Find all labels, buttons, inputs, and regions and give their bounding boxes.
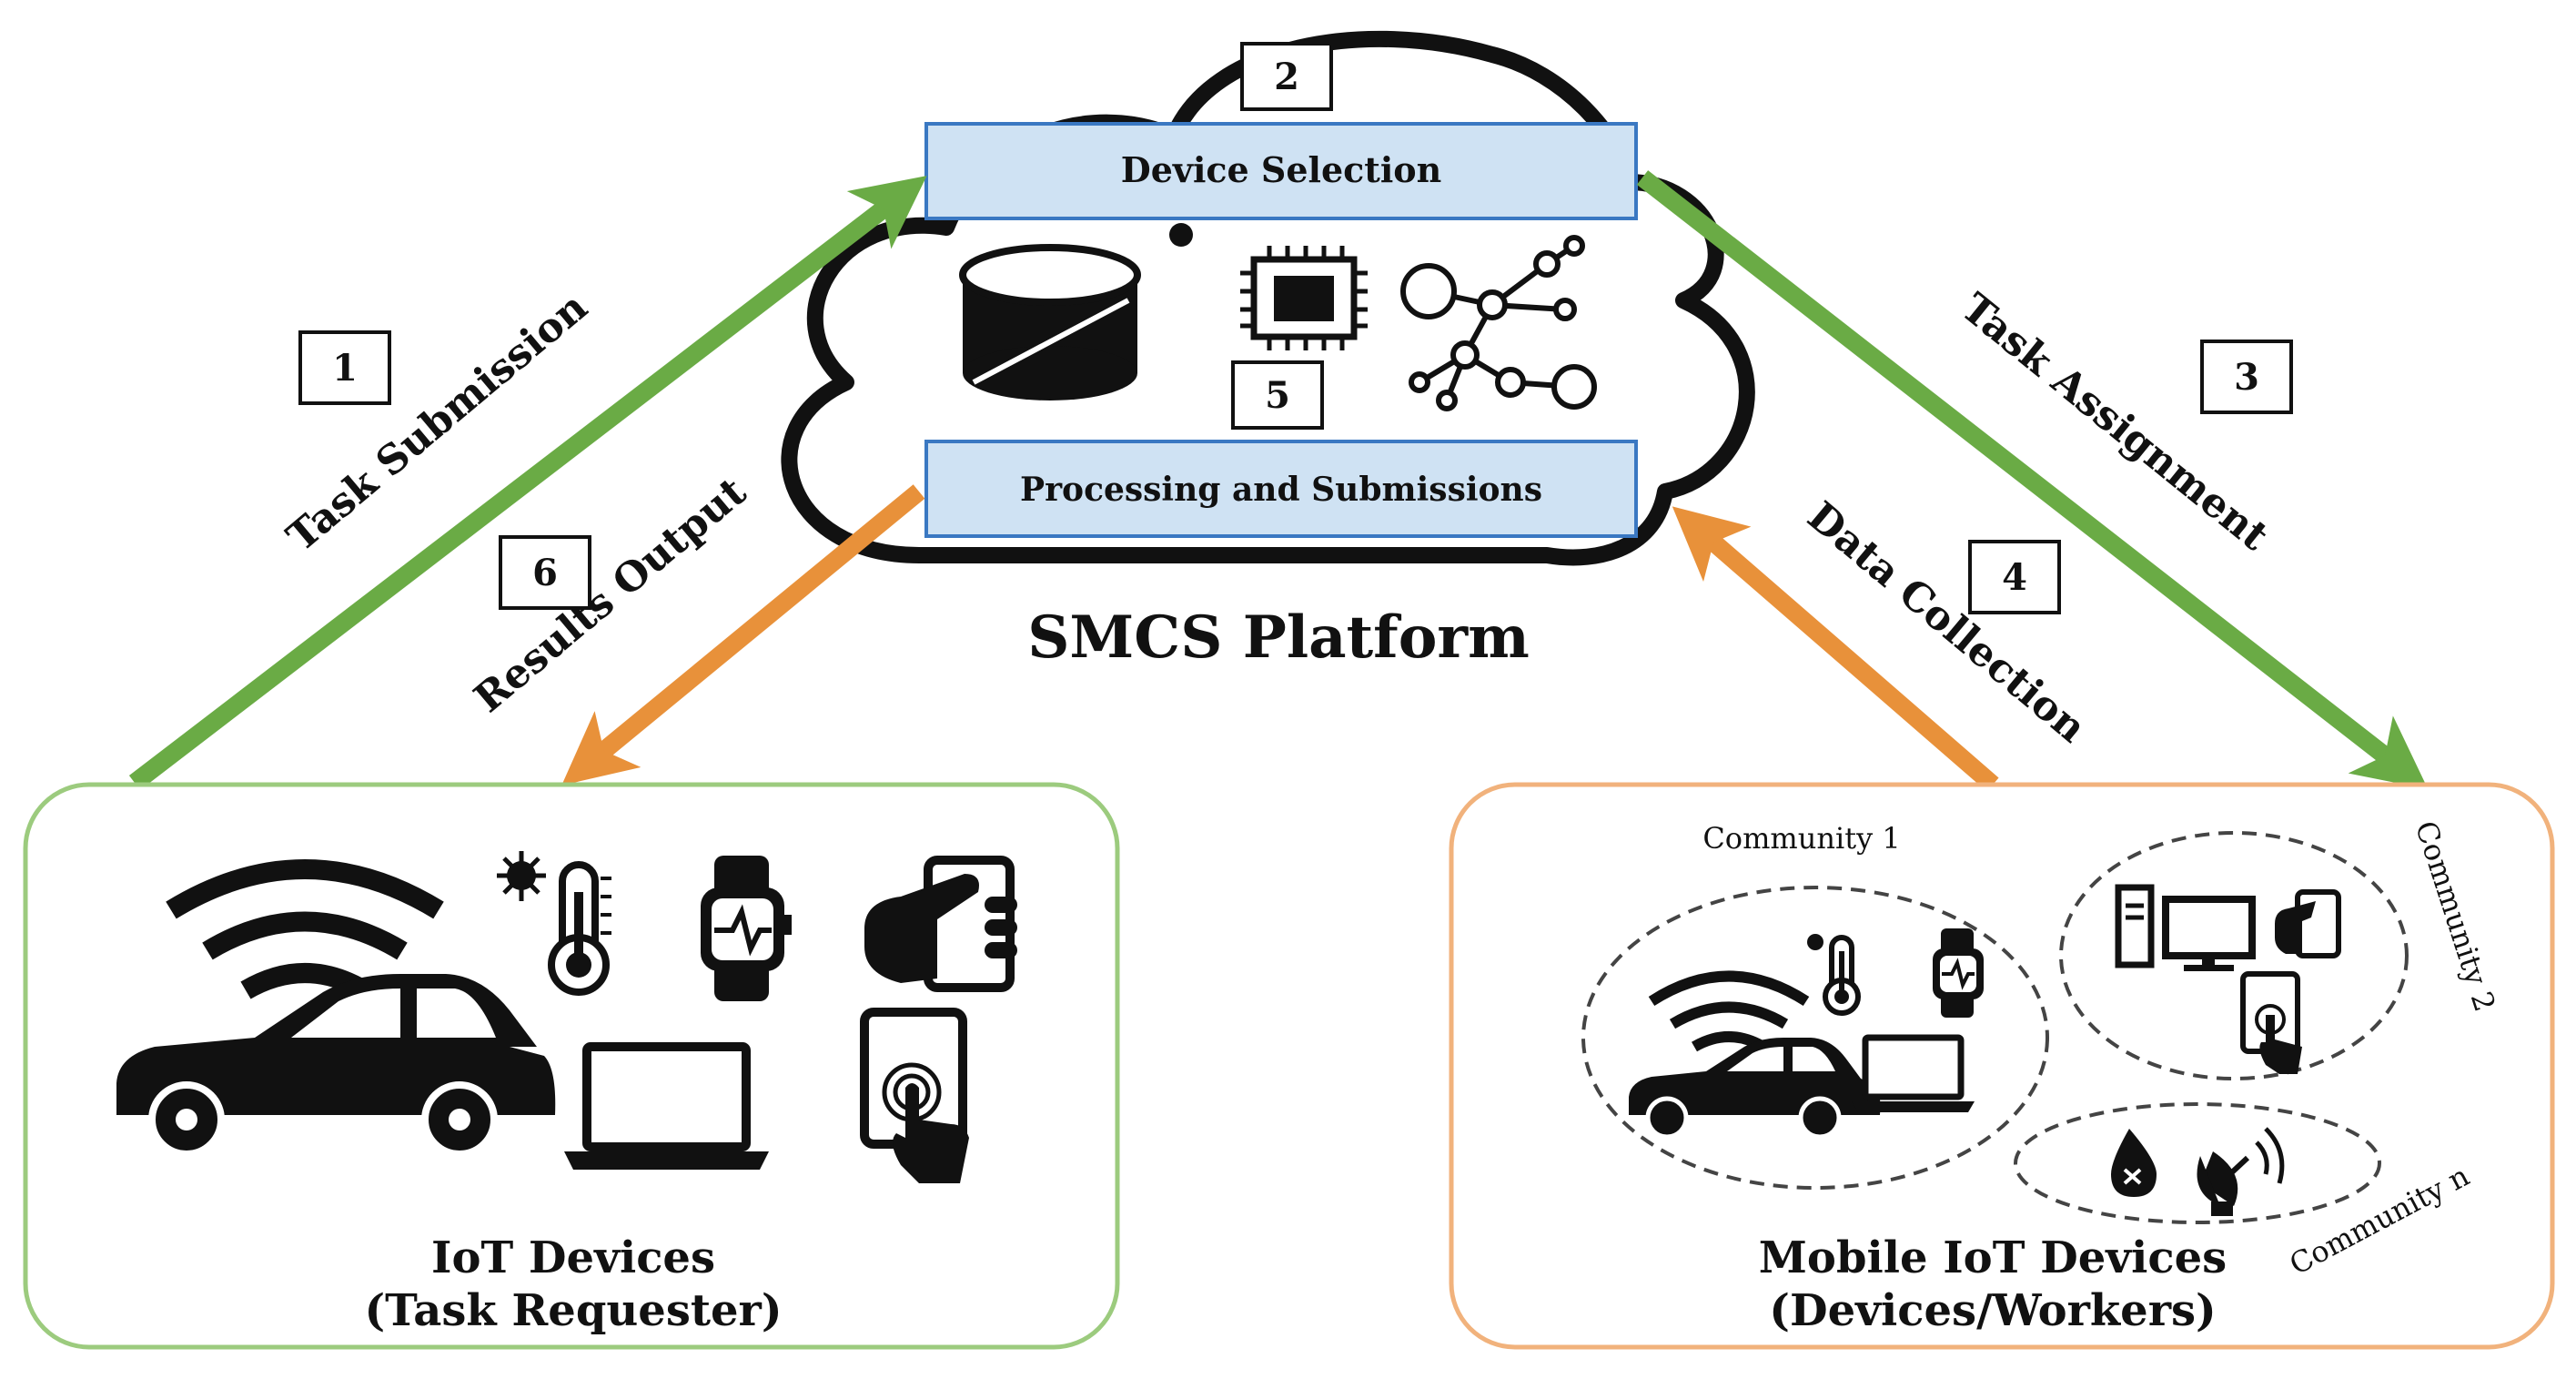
network-icon (1400, 235, 1597, 411)
smartwatch-icon (1933, 928, 1984, 1018)
community-1-boundary (1581, 886, 2049, 1190)
thermometer-icon (497, 851, 611, 996)
touch-tablet-icon (860, 1008, 969, 1183)
step-6-badge: 6 (499, 535, 591, 610)
processing-box: Processing and Submissions (924, 440, 1638, 538)
step-5-number: 5 (1265, 374, 1290, 417)
mobile-iot-subtitle: (Devices/Workers) (1769, 1285, 2216, 1336)
laptop-icon (1852, 1034, 1975, 1112)
data-collection-label: Data Collection (1799, 493, 2095, 752)
touch-tablet-icon (2240, 971, 2302, 1074)
step-4-number: 4 (2002, 556, 2027, 599)
community-n-boundary (2014, 1102, 2381, 1224)
step-3-number: 3 (2234, 356, 2259, 399)
task-submission-label: Task Submission (278, 284, 596, 562)
iot-devices-title: IoT Devices (431, 1232, 715, 1283)
car-icon (1629, 1038, 1881, 1140)
mobile-iot-title: Mobile IoT Devices (1759, 1232, 2227, 1283)
community-2-boundary (2059, 831, 2409, 1080)
hand-phone-icon (2275, 889, 2341, 958)
smartwatch-icon (701, 856, 792, 1001)
chip-icon (1240, 246, 1368, 350)
drop-icon (2111, 1129, 2157, 1197)
step-6-number: 6 (532, 552, 558, 594)
processing-label: Processing and Submissions (1020, 471, 1542, 509)
platform-title: SMCS Platform (1027, 603, 1530, 672)
task-submission-arrow (128, 176, 927, 790)
iot-devices-subtitle: (Task Requester) (364, 1285, 782, 1336)
step-4-badge: 4 (1968, 540, 2061, 614)
step-2-badge: 2 (1240, 42, 1333, 111)
desktop-icon (2115, 884, 2256, 971)
community-1-label: Community 1 (1702, 821, 1900, 856)
step-2-number: 2 (1274, 56, 1299, 98)
device-selection-box: Device Selection (924, 122, 1638, 220)
results-output-arrow (561, 484, 925, 786)
step-1-number: 1 (332, 347, 358, 390)
satellite-dish-icon (2197, 1127, 2285, 1216)
step-3-badge: 3 (2200, 340, 2293, 414)
hand-phone-icon (864, 856, 1017, 992)
device-selection-label: Device Selection (1121, 149, 1442, 190)
laptop-icon (564, 1042, 769, 1170)
car-icon (116, 974, 556, 1158)
task-assignment-arrow (1636, 170, 2429, 790)
data-collection-arrow (1672, 506, 1999, 792)
cloud-outline (781, 30, 1755, 566)
task-assignment-label: Task Assignment (1953, 284, 2278, 560)
step-5-badge: 5 (1231, 360, 1324, 430)
database-icon (959, 244, 1141, 400)
step-1-badge: 1 (298, 330, 391, 405)
thermometer-icon (1807, 934, 1861, 1016)
